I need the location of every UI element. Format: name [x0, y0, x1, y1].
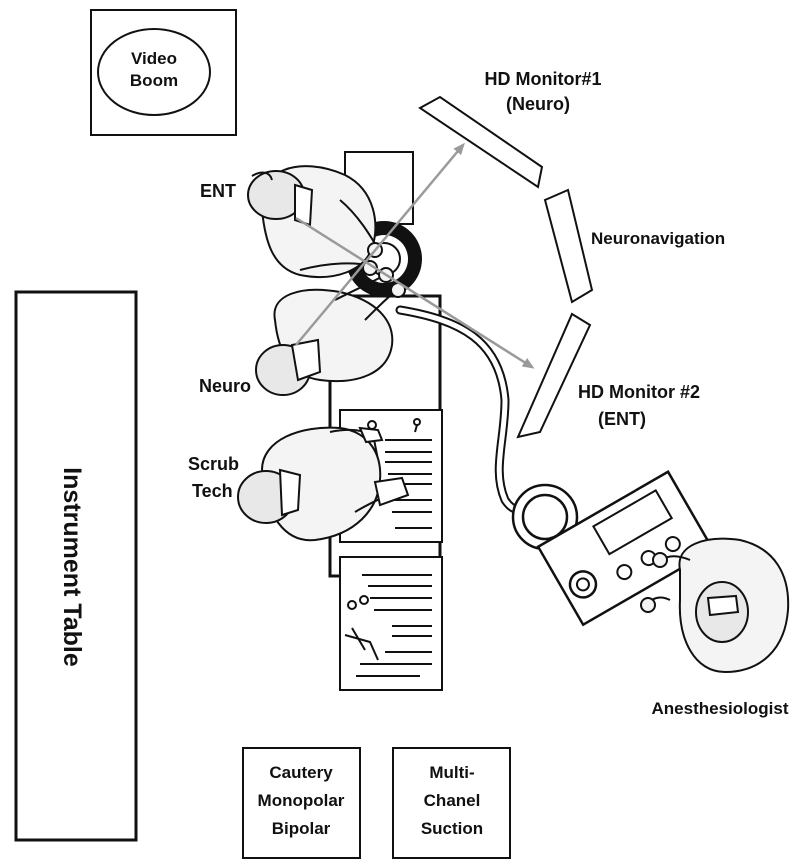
line-of-sight-arrows: [295, 142, 535, 369]
video-boom-label-line2: Boom: [130, 71, 178, 90]
scrub-tech-label-line1: Scrub: [188, 454, 239, 474]
neuro-surgeon-figure: [255, 267, 406, 396]
hd-monitor-2-label-line2: (ENT): [598, 409, 646, 429]
suction-label-line3: Suction: [421, 819, 483, 838]
cautery-label-line3: Bipolar: [272, 819, 331, 838]
mayo-tray-2: [339, 556, 443, 691]
surgical-instruments-2: [344, 574, 432, 677]
suction-label-line2: Chanel: [424, 791, 481, 810]
neuronavigation-label: Neuronavigation: [591, 229, 725, 248]
cautery-unit: Cautery Monopolar Bipolar: [242, 747, 361, 859]
hd-monitor-2-label-line1: HD Monitor #2: [578, 382, 700, 402]
video-boom: Video Boom: [90, 9, 237, 136]
anesthesiologist-figure: [640, 537, 790, 674]
ent-sight-arrow: [295, 216, 535, 369]
suction-label-line1: Multi-: [429, 763, 474, 782]
cautery-label-line1: Cautery: [269, 763, 333, 782]
neuronavigation-unit: Neuronavigation: [543, 188, 725, 304]
cautery-label-line2: Monopolar: [258, 791, 345, 810]
ent-label: ENT: [200, 181, 236, 201]
scrub-tech-label-line2: Tech: [192, 481, 233, 501]
multi-channel-suction-unit: Multi- Chanel Suction: [392, 747, 511, 859]
instrument-table-label: Instrument Table: [58, 467, 86, 667]
hd-monitor-1-label-line2: (Neuro): [506, 94, 570, 114]
video-boom-label-line1: Video: [131, 49, 177, 68]
hd-monitor-1-label-line1: HD Monitor#1: [485, 69, 602, 89]
anesthesiologist-label: Anesthesiologist: [652, 699, 789, 718]
hd-monitor-1: HD Monitor#1 (Neuro): [418, 69, 602, 189]
scrub-tech-figure: [237, 426, 410, 542]
neuro-sight-arrow: [295, 142, 465, 346]
hd-monitor-2: HD Monitor #2 (ENT): [516, 312, 700, 439]
instrument-table: Instrument Table: [14, 290, 138, 842]
neuro-label: Neuro: [199, 376, 251, 396]
